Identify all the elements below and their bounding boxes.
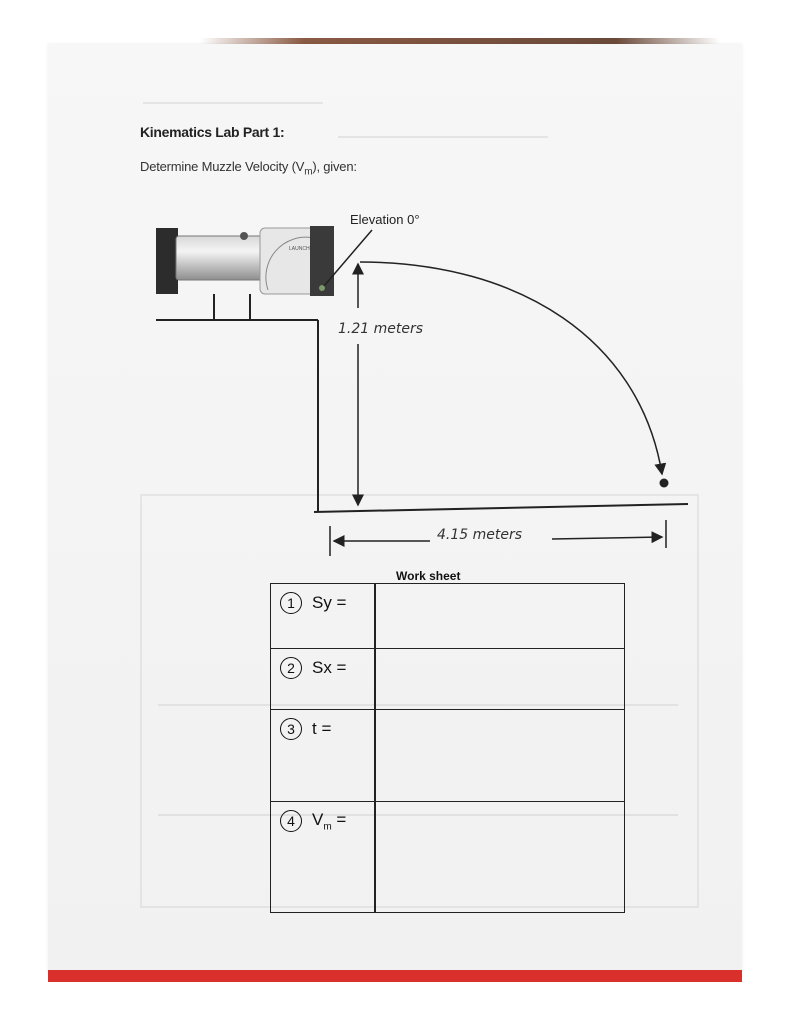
answer-cell-t[interactable]	[376, 710, 624, 801]
page-bottom-edge	[48, 970, 742, 982]
row-variable-base: V	[312, 810, 324, 829]
bleed-through-line	[158, 704, 678, 706]
bleed-through-line	[338, 136, 548, 138]
worksheet-column-divider	[374, 584, 376, 912]
page-top-edge	[200, 38, 720, 45]
row-variable: Vm =	[312, 810, 346, 832]
launcher-barrel	[175, 235, 267, 281]
circled-number: 3	[280, 718, 302, 740]
launcher-icon: LAUNCHER	[156, 226, 334, 296]
row-variable: Sy =	[312, 593, 347, 612]
trajectory-curve	[359, 261, 667, 476]
protractor-arc	[265, 236, 315, 291]
launcher-knob	[240, 232, 248, 240]
worksheet-row-sy: 1 Sy =	[271, 584, 624, 649]
launcher-base-block	[156, 228, 178, 294]
circled-number: 4	[280, 810, 302, 833]
subtitle-text: Determine Muzzle Velocity (V	[140, 159, 305, 174]
worksheet-row-label: 2 Sx =	[280, 657, 347, 679]
worksheet-row-t: 3 t =	[271, 710, 624, 802]
distance-label: 4.15 meters	[437, 527, 523, 543]
floor-line	[313, 503, 689, 513]
page-title: Kinematics Lab Part 1:	[140, 124, 285, 140]
row-variable-suffix: =	[331, 810, 347, 829]
launcher-brand: LAUNCHER	[289, 246, 317, 252]
circled-number: 2	[280, 657, 302, 679]
answer-cell-sx[interactable]	[376, 649, 624, 709]
subtitle-text-end: ), given:	[312, 159, 357, 174]
launcher-protractor	[259, 227, 319, 295]
height-label: 1.21 meters	[338, 321, 424, 337]
worksheet-row-label: 3 t =	[280, 718, 331, 740]
answer-cell-vm[interactable]	[376, 802, 624, 912]
worksheet-table: 1 Sy = 2 Sx = 3 t = 4 Vm =	[270, 583, 625, 913]
landing-ball	[659, 478, 669, 488]
launcher-indicator	[319, 285, 325, 291]
distance-arrow-right	[551, 531, 664, 544]
elevation-pointer	[323, 229, 373, 287]
launcher-mount	[310, 226, 334, 296]
elevation-label: Elevation 0°	[350, 212, 420, 227]
worksheet-row-vm: 4 Vm =	[271, 802, 624, 912]
answer-cell-sy[interactable]	[376, 584, 624, 648]
worksheet-title: Work sheet	[396, 569, 461, 583]
row-variable: t =	[312, 719, 332, 738]
circled-number: 1	[280, 592, 302, 614]
row-variable: Sx =	[312, 658, 347, 677]
page-subtitle: Determine Muzzle Velocity (Vm), given:	[140, 159, 357, 178]
worksheet-row-label: 4 Vm =	[280, 810, 346, 832]
subtitle-subscript: m	[304, 166, 313, 178]
bleed-through-line	[143, 102, 323, 104]
bleed-through-box	[140, 494, 699, 908]
worksheet-row-sx: 2 Sx =	[271, 649, 624, 710]
worksheet-page	[48, 44, 742, 974]
bleed-through-line	[158, 814, 678, 816]
worksheet-row-label: 1 Sy =	[280, 592, 347, 614]
row-variable-subscript: m	[323, 821, 332, 833]
